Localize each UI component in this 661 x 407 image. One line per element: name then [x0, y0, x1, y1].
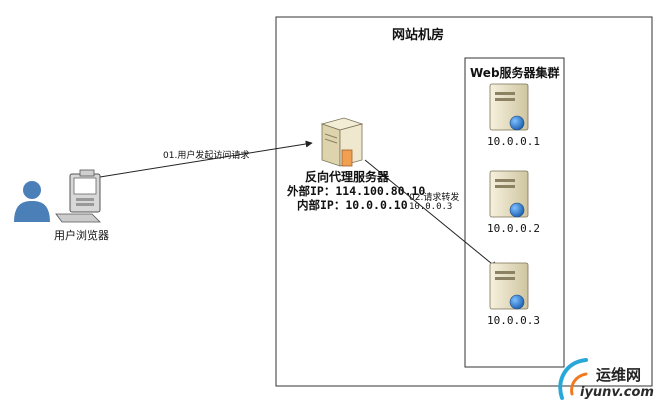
- cluster-title: Web服务器集群: [470, 66, 560, 80]
- room-title: 网站机房: [392, 28, 445, 43]
- web-server-2-icon: [489, 170, 529, 218]
- proxy-title: 反向代理服务器: [305, 170, 390, 184]
- cluster-frame: [464, 57, 565, 368]
- edge-forward-label: 02.请求转发: [409, 193, 460, 203]
- room-frame: [275, 16, 653, 387]
- proxy-internal-ip: 内部IP：10.0.0.10: [297, 198, 408, 212]
- edge-request-line: [99, 140, 313, 178]
- edge-forward-line: [364, 159, 498, 269]
- user-browser-label: 用户浏览器: [54, 229, 109, 242]
- edge-request-label: 01.用户发起访问请求: [163, 151, 250, 161]
- proxy-server-icon: [320, 117, 364, 167]
- server-ip-1: 10.0.0.1: [487, 135, 540, 148]
- watermark-url: iyunv.com: [580, 385, 654, 400]
- server-ip-3: 10.0.0.3: [487, 314, 540, 327]
- web-server-1-icon: [489, 83, 529, 131]
- user-computer-icon: [55, 169, 101, 223]
- web-server-3-icon: [489, 262, 529, 310]
- server-ip-2: 10.0.0.2: [487, 222, 540, 235]
- proxy-external-ip: 外部IP：114.100.80.10: [287, 184, 426, 198]
- watermark-logo-icon: [558, 358, 588, 400]
- user-person-icon: [14, 181, 50, 222]
- edge-forward-target: 10.0.0.3: [409, 202, 453, 212]
- watermark-text: 运维网: [596, 366, 642, 384]
